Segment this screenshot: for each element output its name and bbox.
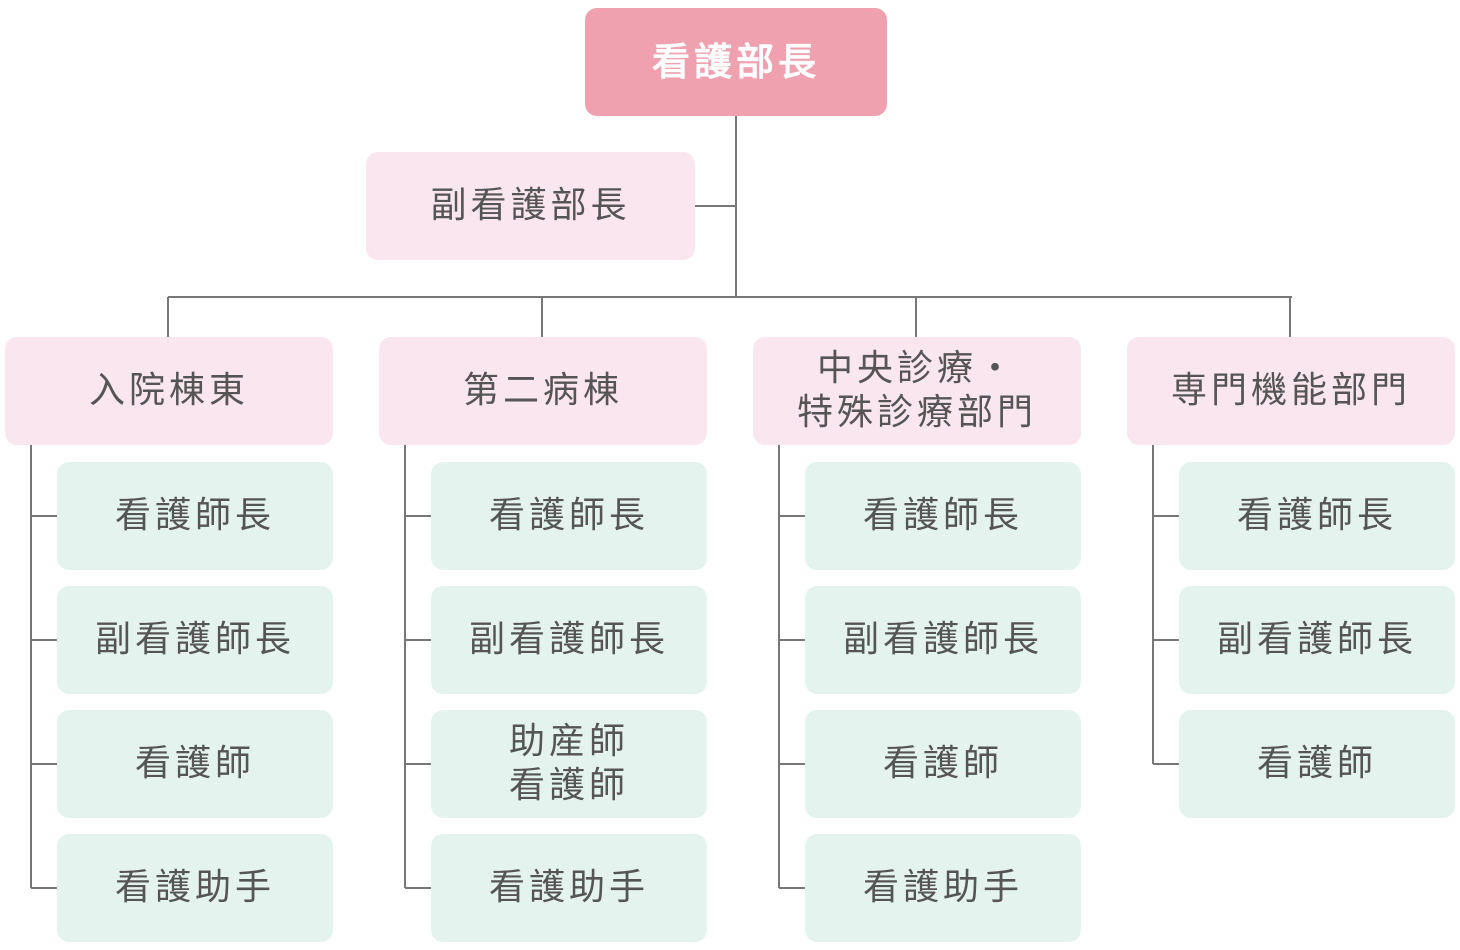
role-node: 看護師長: [431, 462, 707, 570]
role-node: 副看護師長: [805, 586, 1081, 694]
department-node: 第二病棟: [379, 337, 707, 445]
department-node: 専門機能部門: [1127, 337, 1455, 445]
role-node: 看護師: [57, 710, 333, 818]
role-node: 看護師長: [805, 462, 1081, 570]
department-node: 入院棟東: [5, 337, 333, 445]
role-node: 看護助手: [805, 834, 1081, 942]
role-node: 看護師長: [1179, 462, 1455, 570]
role-node: 副看護師長: [431, 586, 707, 694]
role-node: 看護助手: [57, 834, 333, 942]
role-node: 看護助手: [431, 834, 707, 942]
role-node: 看護師長: [57, 462, 333, 570]
role-node: 看護師: [805, 710, 1081, 818]
role-node: 副看護師長: [57, 586, 333, 694]
role-node: 助産師 看護師: [431, 710, 707, 818]
role-node: 副看護師長: [1179, 586, 1455, 694]
department-node: 中央診療・ 特殊診療部門: [753, 337, 1081, 445]
role-node: 看護師: [1179, 710, 1455, 818]
head-node: 看護部長: [585, 8, 887, 116]
deputy-node: 副看護部長: [366, 152, 695, 260]
